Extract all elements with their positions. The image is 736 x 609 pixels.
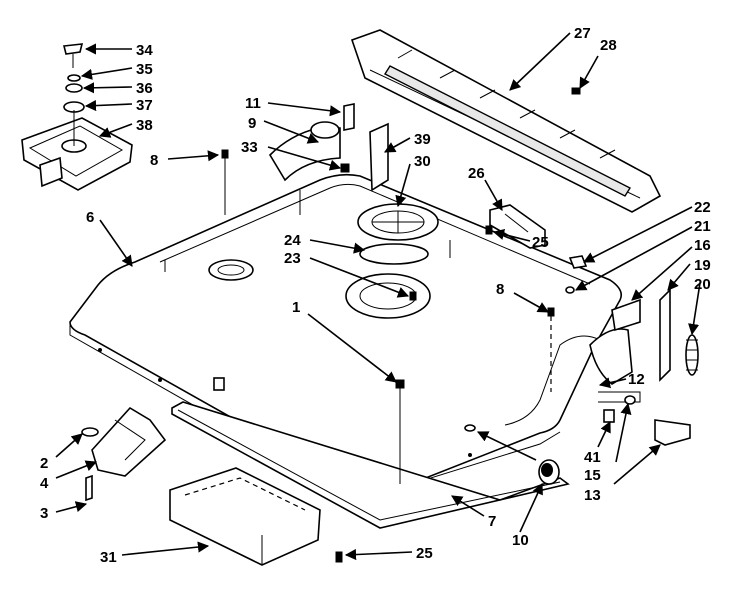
callout-11: 11 — [245, 95, 261, 112]
callout-10: 10 — [512, 532, 529, 549]
callout-30: 30 — [414, 153, 431, 170]
callout-13: 13 — [584, 487, 601, 504]
left-lower-hinge — [81, 406, 167, 502]
callout-6: 6 — [86, 209, 94, 226]
callout-28: 28 — [600, 37, 617, 54]
small-brackets — [340, 103, 389, 192]
callout-labels: 34 35 36 37 38 8 6 11 9 33 39 30 27 28 2… — [40, 25, 711, 566]
callout-39: 39 — [414, 131, 431, 148]
burner-assembly — [345, 203, 439, 319]
callout-3: 3 — [40, 505, 48, 522]
callout-35: 35 — [136, 61, 153, 78]
callout-23: 23 — [284, 250, 301, 267]
callout-2: 2 — [40, 455, 48, 472]
front-trim-strip — [171, 401, 570, 529]
callout-8-right: 8 — [496, 281, 504, 298]
callout-21: 21 — [694, 218, 711, 235]
callout-26: 26 — [468, 165, 485, 182]
callout-12: 12 — [628, 371, 645, 388]
callout-37: 37 — [136, 97, 153, 114]
callout-27: 27 — [574, 25, 591, 42]
callout-4: 4 — [40, 475, 49, 492]
callout-19: 19 — [694, 257, 711, 274]
callout-25-bottom: 25 — [416, 545, 433, 562]
callout-34: 34 — [136, 42, 153, 59]
callout-33: 33 — [241, 139, 258, 156]
screws — [221, 87, 581, 563]
burner-box — [169, 467, 321, 566]
callout-38: 38 — [136, 117, 153, 134]
callout-41: 41 — [584, 449, 601, 466]
control-knob — [538, 459, 560, 485]
control-module — [21, 117, 133, 191]
callout-15: 15 — [584, 467, 601, 484]
callout-22: 22 — [694, 199, 711, 216]
right-side-parts — [565, 255, 699, 446]
right-side-hinge — [589, 298, 641, 403]
callout-24: 24 — [284, 232, 301, 249]
callout-1: 1 — [292, 299, 300, 316]
igniter-bracket — [489, 204, 546, 249]
rear-vent-trim — [350, 29, 662, 213]
callout-7: 7 — [488, 513, 496, 530]
callout-25-right: 25 — [532, 234, 549, 251]
callout-8-left: 8 — [150, 152, 158, 169]
callout-9: 9 — [248, 115, 256, 132]
callout-16: 16 — [694, 237, 711, 254]
knob-stack — [63, 43, 85, 146]
callout-31: 31 — [100, 549, 117, 566]
callout-20: 20 — [694, 276, 711, 293]
callout-36: 36 — [136, 80, 153, 97]
leader-lines — [55, 32, 701, 561]
